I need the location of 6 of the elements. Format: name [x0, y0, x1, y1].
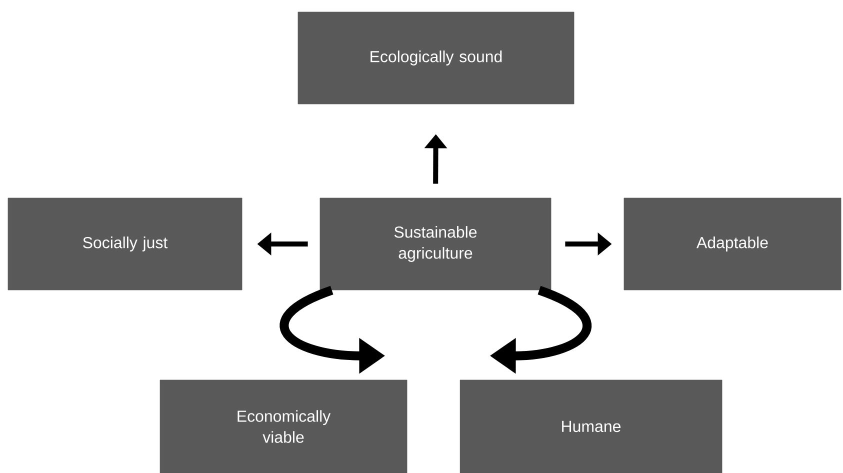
text-box: Economically viable — [160, 380, 408, 473]
text-box: Adaptable — [624, 198, 842, 290]
text-box: Sustainable agriculture — [320, 198, 552, 290]
text-box: Socially just — [8, 198, 242, 290]
text-box: Ecologically sound — [298, 12, 574, 104]
text-box: Humane — [460, 380, 722, 473]
